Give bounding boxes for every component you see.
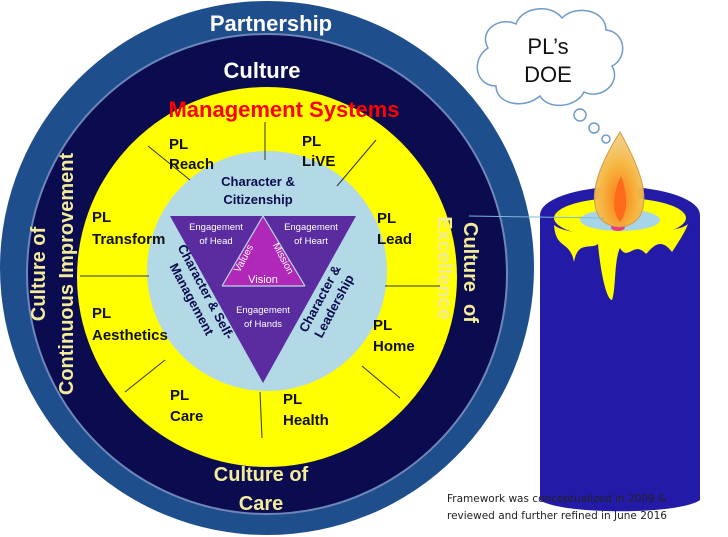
thought-line1: PL’s [527,34,568,59]
thought-cloud [476,8,624,144]
footnote-line1: Framework was conceptualized in 2009 & [447,493,667,505]
segment-live-line2: LiVE [302,153,335,170]
segment-transform-line2: Transform [92,231,165,248]
culture-care-line2: Care [239,493,283,515]
triangle-dividers [221,215,306,287]
segment-transform-line1: PL [92,209,111,226]
partnership-label: Partnership [210,11,332,36]
culture-continuous-line1: Culture of [28,226,50,321]
culture-label: Culture [224,58,301,83]
separator-ring [26,33,508,515]
segment-aesthetics-line1: PL [92,305,111,322]
candle [468,131,700,512]
engagement-heart-line1: Engagement [284,222,338,233]
culture-care-line1: Culture of [214,464,309,486]
engagement-head-line1: Engagement [189,222,243,233]
culture-excellence-line1: Culture [459,222,481,292]
segment-care-line2: Care [170,408,203,425]
citizenship-line2: Citizenship [223,192,292,207]
segment-dividers [80,122,440,439]
values-mission-triangle [222,216,305,286]
segment-reach-line2: Reach [169,156,214,173]
management-systems-label: Management Systems [168,97,399,122]
segment-care-line1: PL [170,387,189,404]
engagement-hands-line1: Engagement [236,305,290,316]
segment-lead-line1: PL [377,210,396,227]
culture-continuous-line2: Continuous Improvement [56,153,78,396]
engagement-head-line2: of Head [199,236,232,247]
segment-lead-line2: Lead [377,231,412,248]
engagement-heart-line2: of Heart [294,236,328,247]
segment-home-line1: PL [373,317,392,334]
segment-health-line2: Health [283,412,329,429]
segment-health-line1: PL [283,391,302,408]
footnote: Framework was conceptualized in 2009 & r… [447,491,727,525]
segment-live-line1: PL [302,133,321,150]
culture-excellence-line2: of [459,304,481,323]
segment-home-line2: Home [373,338,415,355]
footnote-line2: reviewed and further refined in June 201… [447,510,667,522]
thought-line2: DOE [524,62,572,87]
engagement-triangle [170,216,356,383]
segment-reach-line1: PL [169,136,188,153]
citizenship-line1: Character & [221,174,295,189]
culture-excellence-line3: Excellence [433,216,455,319]
segment-aesthetics-line2: Aesthetics [92,327,168,344]
vision-label: Vision [248,274,278,286]
engagement-hands-line2: of Hands [244,319,282,330]
